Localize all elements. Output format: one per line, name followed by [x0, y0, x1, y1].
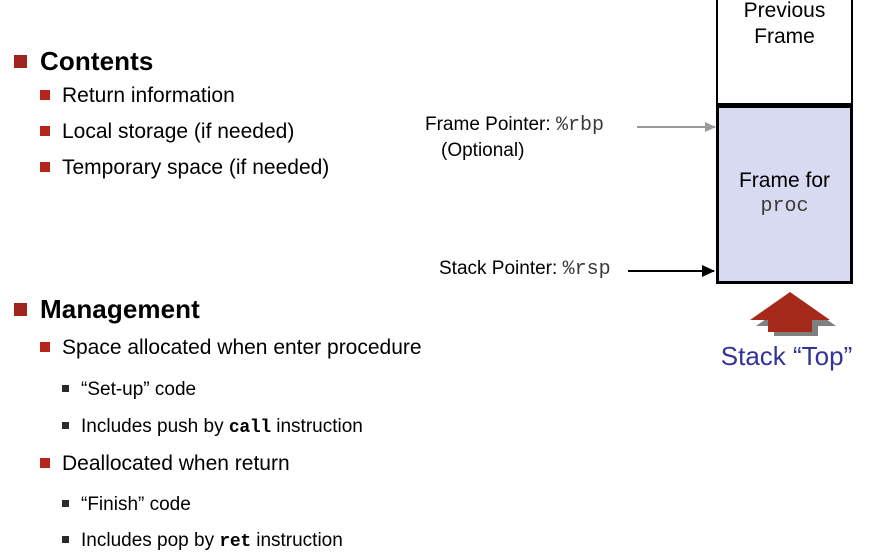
- bullet-includes-push-call: Includes push by call instruction: [62, 416, 363, 438]
- bullet-return-information: Return information: [40, 84, 235, 108]
- bullet-label: Return information: [62, 84, 235, 107]
- proc-frame-line1: Frame for: [738, 169, 830, 192]
- code-ret: ret: [219, 532, 251, 552]
- stack-top-label: Stack “Top”: [720, 341, 853, 371]
- stack-pointer-label: Stack Pointer: %rsp: [439, 258, 611, 281]
- bullet-label: Includes push by call instruction: [81, 416, 363, 438]
- bullet-management: Management: [14, 294, 200, 325]
- bullet-square-icon: [62, 385, 69, 392]
- bullet-text-before: Includes push by: [81, 416, 229, 437]
- bullet-label: Temporary space (if needed): [62, 156, 330, 179]
- bullet-setup-code: “Set-up” code: [62, 379, 196, 401]
- bullet-space-allocated: Space allocated when enter procedure: [40, 336, 422, 360]
- bullet-label: Includes pop by ret instruction: [81, 530, 343, 552]
- bullet-label: Deallocated when return: [62, 452, 290, 475]
- bullet-label: Management: [40, 294, 200, 324]
- bullet-square-icon: [62, 422, 69, 429]
- bullet-square-icon: [62, 500, 69, 507]
- bullet-square-icon: [40, 342, 50, 352]
- bullet-square-icon: [14, 55, 27, 68]
- frame-pointer-optional-label: (Optional): [441, 140, 525, 161]
- bullet-local-storage: Local storage (if needed): [40, 120, 294, 144]
- bullet-square-icon: [14, 303, 27, 316]
- proc-frame-box: [716, 105, 853, 284]
- frame-pointer-text: Frame Pointer:: [425, 114, 556, 135]
- bullet-square-icon: [62, 536, 69, 543]
- bullet-text-after: instruction: [250, 530, 343, 551]
- bullet-deallocated: Deallocated when return: [40, 452, 290, 476]
- bullet-includes-pop-ret: Includes pop by ret instruction: [62, 530, 343, 552]
- bullet-square-icon: [40, 126, 50, 136]
- previous-frame-line2: Frame: [754, 25, 815, 48]
- proc-frame-code: proc: [760, 195, 809, 218]
- stack-pointer-register: %rsp: [562, 258, 611, 281]
- bullet-label: “Set-up” code: [81, 379, 197, 400]
- stack-top-up-arrow-icon: [750, 292, 836, 336]
- bullet-text-after: instruction: [270, 416, 363, 437]
- bullet-temporary-space: Temporary space (if needed): [40, 156, 329, 180]
- bullet-square-icon: [40, 162, 50, 172]
- bullet-square-icon: [40, 90, 50, 100]
- proc-frame-label: Frame for proc: [716, 168, 853, 220]
- frame-pointer-arrow-icon: [637, 122, 716, 132]
- frame-pointer-register: %rbp: [555, 114, 604, 137]
- stack-pointer-text: Stack Pointer:: [439, 258, 563, 279]
- bullet-label: Contents: [40, 46, 154, 76]
- bullet-label: “Finish” code: [81, 494, 191, 515]
- bullet-square-icon: [40, 458, 50, 468]
- previous-frame-box: [716, 0, 853, 105]
- bullet-finish-code: “Finish” code: [62, 494, 191, 516]
- previous-frame-label: Previous Frame: [716, 0, 853, 50]
- previous-frame-line1: Previous: [743, 0, 826, 22]
- code-call: call: [228, 418, 271, 438]
- bullet-text-before: Includes pop by: [81, 530, 220, 551]
- stack-pointer-arrow-icon: [628, 265, 715, 277]
- bullet-label: Local storage (if needed): [62, 120, 295, 143]
- frame-pointer-label: Frame Pointer: %rbp: [425, 114, 604, 137]
- bullet-label: Space allocated when enter procedure: [62, 336, 422, 359]
- bullet-contents: Contents: [14, 46, 153, 77]
